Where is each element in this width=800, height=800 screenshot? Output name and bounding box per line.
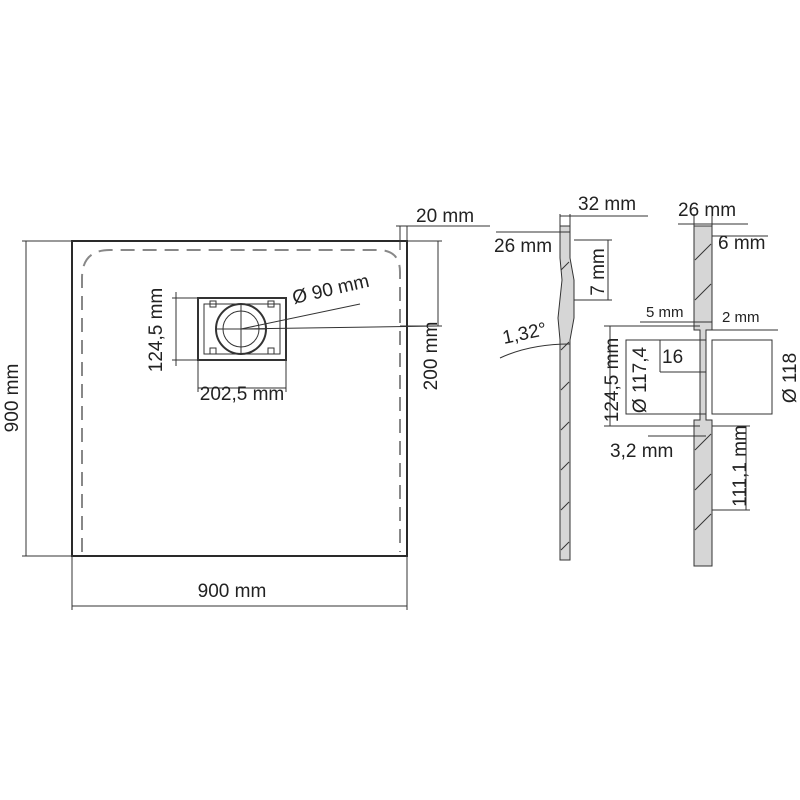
slope-label: 1,32°	[501, 319, 549, 349]
tray-outline	[71, 240, 408, 557]
outer-diameter-label: Ø 118	[780, 353, 800, 403]
section-profile	[557, 225, 575, 561]
tray-height-label: 900 mm	[2, 364, 23, 433]
lower-height-label: 111,1 mm	[730, 425, 751, 507]
plan-view: 900 mm 900 mm 20 mm 200 mm Ø 90 mm 124,5…	[2, 206, 490, 610]
detail-lip-label: 6 mm	[718, 233, 766, 254]
rim-width-label: 20 mm	[416, 206, 474, 227]
tray-inner-edge	[81, 249, 401, 552]
drain-pipe	[625, 339, 773, 415]
plan-dimension-lines	[22, 225, 490, 610]
drain-offset-label: 200 mm	[421, 322, 442, 391]
drain-diameter-label: Ø 90 mm	[290, 271, 371, 309]
detail-dimension-lines	[604, 214, 778, 511]
section-view: 32 mm 26 mm 7 mm 1,32°	[494, 194, 648, 561]
section-hatching	[560, 261, 570, 551]
detail-height-label: 124,5 mm	[602, 338, 623, 422]
depth-label: 16	[662, 347, 683, 368]
drain-body	[197, 297, 287, 361]
drain-box-width-label: 202,5 mm	[200, 384, 284, 405]
tray-width-label: 900 mm	[198, 581, 267, 602]
edge-thickness-label: 26 mm	[494, 236, 552, 257]
flange-label: 3,2 mm	[610, 441, 673, 462]
gap-left-label: 5 mm	[646, 304, 684, 321]
section-dimension-lines	[496, 214, 648, 359]
step-label: 7 mm	[588, 248, 609, 296]
drain-detail-view: 26 mm 6 mm 5 mm 2 mm 124,5 mm Ø 117,4 16…	[602, 200, 800, 567]
inner-diameter-label: Ø 117,4	[630, 346, 651, 413]
gap-right-label: 2 mm	[722, 309, 760, 326]
top-thickness-label: 32 mm	[578, 194, 636, 215]
drain-box-height-label: 124,5 mm	[146, 288, 167, 372]
detail-thickness-label: 26 mm	[678, 200, 736, 221]
detail-hatching	[694, 243, 712, 531]
